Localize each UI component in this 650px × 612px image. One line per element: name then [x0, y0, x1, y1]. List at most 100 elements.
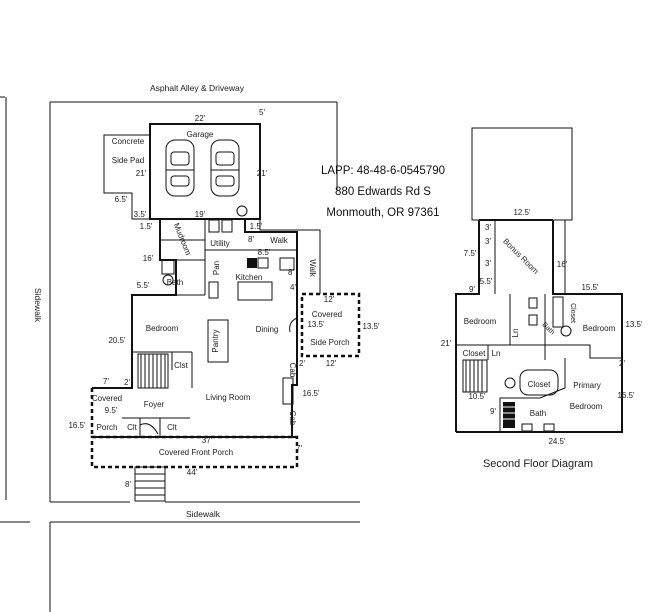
car-icon	[165, 139, 195, 197]
dimension-label: 3.5'	[134, 210, 147, 219]
appliance-icon	[221, 219, 233, 233]
dimension-label: 2'	[299, 359, 305, 368]
toilet-icon	[162, 274, 174, 286]
dimension-label: 7.5'	[464, 249, 477, 258]
stairs-icon	[137, 353, 169, 389]
linen-label: Ln	[511, 329, 520, 338]
sidewalk-left-label: Sidewalk	[33, 288, 43, 323]
house-right-wall	[244, 219, 298, 437]
second-left-wall	[455, 220, 480, 432]
pantry-label: Pantry	[211, 329, 220, 352]
dimension-label: 21'	[136, 169, 147, 178]
dimension-label: 1.5'	[140, 222, 153, 231]
kitchen-label: Kitchen	[236, 273, 263, 282]
sink-icon	[528, 314, 538, 326]
bedroom-label: Bedroom	[464, 317, 497, 326]
bedroom-label: Bedroom	[583, 324, 616, 333]
dimension-label: 37'	[202, 436, 213, 445]
covered-porch-label: Covered	[92, 394, 122, 403]
second-right-wall	[456, 220, 623, 433]
dimension-label: 16'	[143, 254, 154, 263]
kitchen-island	[237, 281, 273, 301]
dimension-label: 44'	[187, 468, 198, 477]
dimension-label: 21'	[257, 169, 268, 178]
dimension-label: 2'	[124, 378, 130, 387]
toilet-icon	[504, 377, 516, 389]
primary-wall	[545, 344, 622, 359]
sink-icon	[528, 297, 538, 309]
dimension-label: 15.5'	[581, 283, 599, 292]
range-icon	[247, 258, 257, 268]
mudroom-label: Mudroom	[172, 222, 193, 257]
pantry-small-label: Pan	[212, 261, 221, 275]
counter-icon	[208, 281, 219, 299]
side-pad-label: Side Pad	[112, 156, 144, 165]
dimension-label: 8'	[125, 480, 131, 489]
cabinet-label: Cab	[288, 411, 297, 426]
dimension-label: 19'	[195, 210, 206, 219]
dimension-label: 7'	[103, 377, 109, 386]
knee-wall	[553, 219, 566, 294]
dimension-label: 22'	[195, 114, 206, 123]
covered-side-label: Covered	[312, 310, 342, 319]
roof-outline	[471, 127, 573, 221]
linen-label: Ln	[492, 349, 501, 358]
bedroom-label: Bedroom	[570, 402, 603, 411]
closet-label: Closet	[569, 303, 576, 323]
dimension-label: 16.5'	[617, 391, 635, 400]
sink-icon	[257, 257, 269, 269]
first-floor-labels: Garage Concrete Side Pad Mudroom Utility…	[92, 130, 350, 457]
closet-label: Clt	[167, 423, 178, 432]
dimension-label: 3'	[485, 223, 491, 232]
foyer-label: Foyer	[144, 400, 165, 409]
dimension-label: 9'	[469, 285, 475, 294]
concrete-pad-outline	[103, 134, 150, 220]
closet-label: Closet	[528, 380, 551, 389]
first-floor-dimensions: 22' 5' 21' 21' 6.5' 3.5' 1.5' 19' 1.5' 8…	[68, 108, 380, 489]
toilet-icon	[560, 325, 572, 337]
car-icon	[210, 139, 240, 197]
dimension-label: 8'	[288, 268, 294, 277]
second-floor-dimensions: 12.5' 3' 3' 7.5' 3' 5.5' 9' 16' 15.5' 21…	[441, 208, 643, 446]
sink-icon	[543, 423, 555, 432]
dimension-label: 13.5'	[307, 320, 325, 329]
closet-label: Closet	[463, 349, 486, 358]
bath-label: Bath	[167, 278, 183, 287]
dimension-label: 20.5'	[108, 336, 126, 345]
dimension-label: 4'	[290, 283, 296, 292]
shower-icon	[503, 402, 515, 428]
dimension-label: 16'	[557, 260, 568, 269]
first-floor	[90, 123, 361, 502]
bonus-room-label: Bonus Room	[501, 237, 540, 276]
covered-side-porch	[300, 292, 361, 358]
dimension-label: 5.5'	[137, 281, 150, 290]
dimension-label: 5.5'	[480, 277, 493, 286]
living-room-label: Living Room	[206, 393, 251, 402]
dimension-label: 16.5'	[302, 389, 320, 398]
utility-label: Utility	[210, 239, 230, 248]
dimension-label: 24.5'	[548, 437, 566, 446]
closet-box	[552, 296, 564, 328]
address-line-1: 880 Edwards Rd S	[335, 186, 431, 198]
cabinet-icon	[282, 377, 294, 405]
dimension-label: 16.5'	[68, 421, 86, 430]
cabinet-label: Cab	[288, 363, 297, 378]
appliance-icon	[208, 219, 220, 233]
door-swing	[139, 423, 159, 435]
water-heater-icon	[236, 205, 248, 217]
front-steps	[134, 466, 166, 502]
walk-vertical-label: Walk	[308, 259, 317, 277]
primary-bath-wall	[499, 358, 566, 432]
walk-label: Walk	[270, 236, 288, 245]
dimension-label: 8.5'	[258, 248, 271, 257]
address-line-2: Monmouth, OR 97361	[326, 207, 439, 219]
dimension-label: 21'	[441, 339, 452, 348]
dimension-label: 13.5'	[625, 320, 643, 329]
bedroom-label: Bedroom	[146, 324, 179, 333]
dimension-label: 3'	[485, 237, 491, 246]
walk-outline	[259, 219, 321, 294]
alley-label: Asphalt Alley & Driveway	[150, 83, 245, 93]
dimension-label: 8'	[248, 235, 254, 244]
front-porch-label: Covered Front Porch	[159, 448, 233, 457]
